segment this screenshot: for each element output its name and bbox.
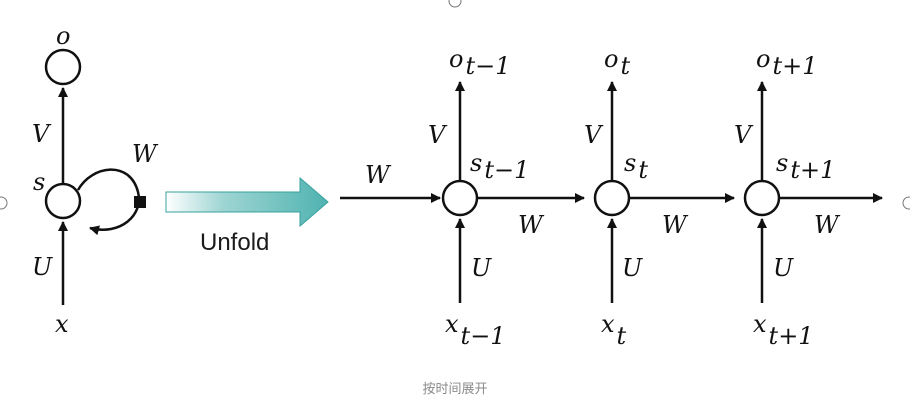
- input-label-t: xt: [601, 310, 627, 350]
- input-label-t-plus-1: xt+1: [753, 310, 814, 350]
- state-label-t-minus-1: st−1: [470, 149, 529, 184]
- output-label-t-plus-1: ot+1: [756, 45, 817, 80]
- incoming-w-label: W: [365, 161, 392, 189]
- unrolled-rnn: W ot−1 V st−1 U xt−1 W ot: [340, 45, 883, 350]
- outgoing-w-label: W: [814, 211, 841, 239]
- output-label-t: ot: [604, 45, 630, 80]
- unfold-arrow-shape: [165, 176, 329, 228]
- folded-output-label: o: [56, 22, 70, 50]
- input-label-t-minus-1: xt−1: [445, 310, 506, 350]
- unfold-label: Unfold: [200, 229, 269, 256]
- folded-v-label: V: [32, 120, 52, 148]
- v-label-t-minus-1: V: [428, 121, 448, 149]
- unfold-arrow: Unfold: [165, 176, 329, 256]
- v-label-t: V: [584, 121, 604, 149]
- folded-output-node: [44, 48, 82, 86]
- state-node-t: [593, 179, 631, 217]
- folded-rnn: o V s W U x: [32, 22, 159, 338]
- delay-square: [134, 196, 146, 208]
- timestep-t: ot V st U xt: [584, 45, 648, 350]
- folded-input-label: x: [55, 310, 69, 338]
- timestep-t-minus-1: ot−1 V st−1 U xt−1: [428, 45, 529, 350]
- output-label-t-minus-1: ot−1: [449, 45, 510, 80]
- w-label-2: W: [662, 211, 689, 239]
- resize-handle-top[interactable]: [448, 0, 462, 8]
- w-label-1: W: [518, 211, 545, 239]
- folded-state-node: [44, 182, 82, 220]
- timestep-t-plus-1: ot+1 V st+1 U xt+1: [734, 45, 835, 350]
- u-label-t-minus-1: U: [471, 254, 492, 282]
- state-label-t-plus-1: st+1: [776, 149, 835, 184]
- folded-recurrent-loop: [76, 168, 141, 236]
- folded-u-label: U: [32, 253, 53, 281]
- folded-state-label: s: [33, 168, 45, 196]
- u-label-t-plus-1: U: [773, 254, 794, 282]
- v-label-t-plus-1: V: [734, 121, 754, 149]
- u-label-t: U: [622, 254, 643, 282]
- state-label-t: st: [624, 149, 648, 184]
- folded-w-label: W: [132, 140, 159, 168]
- state-node-t-plus-1: [743, 179, 781, 217]
- resize-handle-left[interactable]: [0, 196, 8, 210]
- resize-handle-right[interactable]: [902, 196, 910, 210]
- figure-caption: 按时间展开: [422, 382, 488, 397]
- state-node-t-minus-1: [441, 179, 479, 217]
